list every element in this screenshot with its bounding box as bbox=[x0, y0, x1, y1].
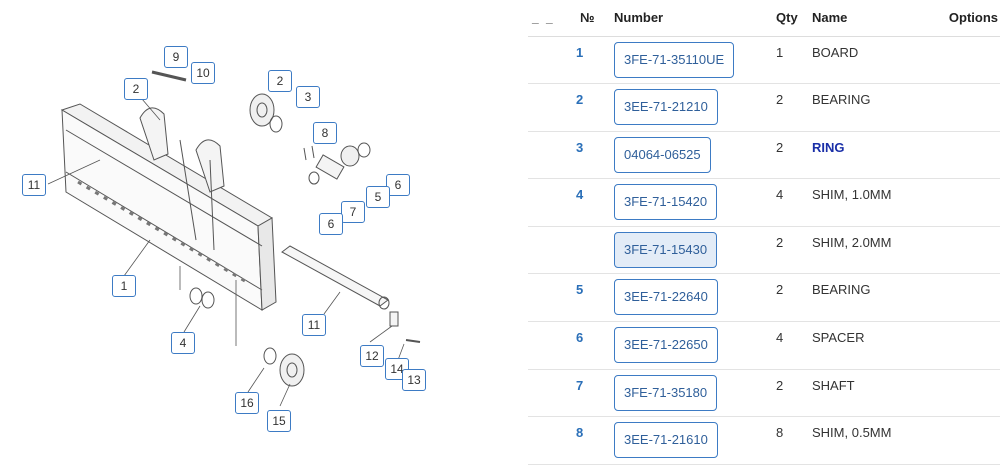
callout-11[interactable]: 11 bbox=[302, 314, 326, 336]
row-index: 5 bbox=[528, 273, 614, 323]
part-name-cell: BEARING bbox=[812, 273, 932, 323]
callout-15[interactable]: 15 bbox=[267, 410, 291, 432]
part-name-cell: SHAFT bbox=[812, 369, 932, 418]
part-number-button[interactable]: 3FE-71-15420 bbox=[614, 184, 718, 221]
options-cell bbox=[932, 178, 1000, 227]
callout-1[interactable]: 1 bbox=[112, 275, 136, 297]
table-header-row: _ _ № Number Qty Name Options bbox=[528, 0, 1000, 37]
options-header: Options bbox=[932, 0, 1000, 37]
part-name-link[interactable]: RING bbox=[812, 139, 845, 155]
number-sign-header: № bbox=[566, 0, 614, 37]
callout-2[interactable]: 2 bbox=[124, 78, 148, 100]
options-cell bbox=[932, 321, 1000, 370]
callout-7[interactable]: 7 bbox=[341, 201, 365, 223]
part-name-cell: SHIM, 0.5MM bbox=[812, 416, 932, 465]
part-number-button[interactable]: 04064-06525 bbox=[614, 136, 711, 173]
row-index: 8 bbox=[528, 416, 614, 465]
options-cell bbox=[932, 36, 1000, 85]
part-number-button[interactable]: 3EE-71-22640 bbox=[614, 279, 718, 316]
part-number-cell: 3EE-71-22650 bbox=[614, 321, 776, 370]
part-number-cell: 3FE-71-15420 bbox=[614, 178, 776, 227]
qty-cell: 2 bbox=[776, 83, 812, 132]
row-index: 2 bbox=[528, 83, 614, 132]
options-cell bbox=[932, 416, 1000, 465]
qty-cell: 1 bbox=[776, 36, 812, 85]
part-number-button[interactable]: 3FE-71-15430 bbox=[614, 231, 718, 268]
callout-6[interactable]: 6 bbox=[319, 213, 343, 235]
part-name-cell: BOARD bbox=[812, 36, 932, 85]
row-index: 4 bbox=[528, 178, 614, 227]
exploded-parts-diagram: 9 10 2 2 3 8 11 6 5 7 6 1 11 4 12 14 13 … bbox=[22, 46, 426, 432]
qty-cell: 2 bbox=[776, 369, 812, 418]
part-number-button[interactable]: 3EE-71-22650 bbox=[614, 327, 718, 364]
part-number-cell: 3EE-71-21210 bbox=[614, 83, 776, 132]
part-name-cell: SHIM, 1.0MM bbox=[812, 178, 932, 227]
qty-header: Qty bbox=[776, 0, 812, 37]
row-index: 7 bbox=[528, 369, 614, 418]
part-number-cell: 3EE-71-22640 bbox=[614, 273, 776, 323]
row-index: 6 bbox=[528, 321, 614, 370]
qty-cell: 2 bbox=[776, 131, 812, 180]
callout-5[interactable]: 5 bbox=[366, 186, 390, 208]
callout-8[interactable]: 8 bbox=[313, 122, 337, 144]
part-number-cell: 04064-06525 bbox=[614, 131, 776, 180]
callout-16[interactable]: 16 bbox=[235, 392, 259, 414]
row-index: 1 bbox=[528, 36, 614, 85]
row-index: 3 bbox=[528, 131, 614, 180]
part-name-cell: BEARING bbox=[812, 83, 932, 132]
callout-11[interactable]: 11 bbox=[22, 174, 46, 196]
qty-cell: 4 bbox=[776, 178, 812, 227]
callout-4[interactable]: 4 bbox=[171, 332, 195, 354]
select-column-header[interactable]: _ _ bbox=[528, 0, 566, 37]
qty-cell: 2 bbox=[776, 273, 812, 323]
callout-9[interactable]: 9 bbox=[164, 46, 188, 68]
options-cell bbox=[932, 273, 1000, 323]
callout-12[interactable]: 12 bbox=[360, 345, 384, 367]
callout-13[interactable]: 13 bbox=[402, 369, 426, 391]
part-number-button[interactable]: 3EE-71-21610 bbox=[614, 422, 718, 459]
part-number-button[interactable]: 3EE-71-21210 bbox=[614, 89, 718, 126]
qty-cell: 4 bbox=[776, 321, 812, 370]
part-name-cell: SPACER bbox=[812, 321, 932, 370]
callout-3[interactable]: 3 bbox=[296, 86, 320, 108]
part-number-cell: 3FE-71-35110UE bbox=[614, 36, 776, 85]
part-number-cell: 3FE-71-35180 bbox=[614, 369, 776, 418]
options-cell bbox=[932, 83, 1000, 132]
qty-cell: 2 bbox=[776, 226, 812, 275]
callout-14[interactable]: 14 bbox=[385, 358, 409, 380]
part-number-cell: 3EE-71-21610 bbox=[614, 416, 776, 465]
callout-2[interactable]: 2 bbox=[268, 70, 292, 92]
row-index bbox=[528, 226, 614, 275]
qty-cell: 8 bbox=[776, 416, 812, 465]
name-header: Name bbox=[812, 0, 932, 37]
part-number-button[interactable]: 3FE-71-35180 bbox=[614, 374, 718, 411]
options-cell bbox=[932, 131, 1000, 180]
callout-10[interactable]: 10 bbox=[191, 62, 215, 84]
options-cell bbox=[932, 369, 1000, 418]
part-number-button[interactable]: 3FE-71-35110UE bbox=[614, 41, 735, 78]
part-number-cell: 3FE-71-15430 bbox=[614, 226, 776, 275]
options-cell bbox=[932, 226, 1000, 275]
parts-drawing bbox=[47, 70, 421, 407]
part-name-cell[interactable]: RING bbox=[812, 131, 932, 180]
part-name-cell: SHIM, 2.0MM bbox=[812, 226, 932, 275]
part-number-header: Number bbox=[614, 0, 776, 37]
callout-6[interactable]: 6 bbox=[386, 174, 410, 196]
